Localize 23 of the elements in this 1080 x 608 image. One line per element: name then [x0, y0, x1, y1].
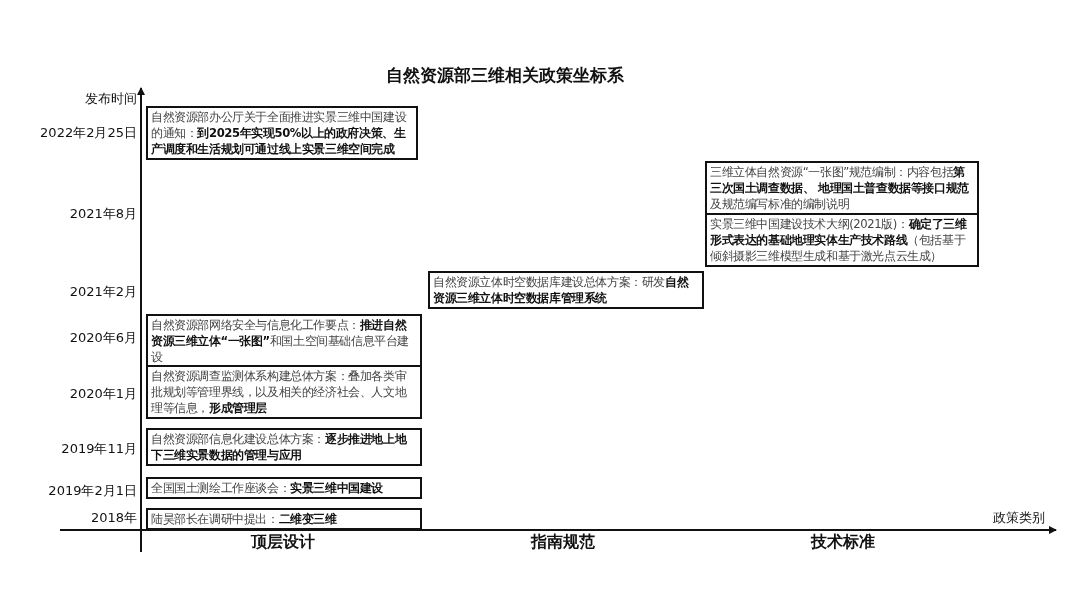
policy-box: 自然资源部网络安全与信息化工作要点：推进自然资源三维立体“一张图”和国土空间基础信息平台建设 — [146, 314, 422, 368]
category-label: 顶层设计 — [249, 532, 316, 553]
axis-title: 政策类别 — [993, 509, 1045, 527]
policy-box: 全国国土测绘工作座谈会：实景三维中国建设 — [146, 477, 422, 499]
policy-box: 三维立体自然资源“一张图”规范编制：内容包括第三次国土调查数据、 地理国土普查数据等接口规范及规范编写标准的编制说明 — [705, 161, 979, 215]
policy-box: 自然资源部信息化建设总体方案：逐步推进地上地下三维实景数据的管理与应用 — [146, 428, 422, 466]
policy-box: 自然资源调查监测体系构建总体方案：叠加各类审批规划等管理界线，以及相关的经济社会、人文地理等信息，形成管理层 — [146, 365, 422, 419]
policy-box: 自然资源部办公厅关于全面推进实景三维中国建设的通知：到2025年实现50%以上的政府决策、生产调度和生活规划可通过线上实景三维空间完成 — [146, 106, 418, 160]
date-label: 2020年6月 — [69, 329, 137, 347]
date-label: 2018年 — [90, 509, 137, 527]
category-label: 指南规范 — [529, 532, 596, 553]
date-label: 2020年1月 — [69, 385, 137, 403]
category-label: 技术标准 — [809, 532, 876, 553]
date-label: 2022年2月25日 — [40, 124, 137, 142]
date-label: 2021年8月 — [69, 205, 137, 223]
date-label: 2019年2月1日 — [48, 482, 137, 500]
chart-title: 自然资源部三维相关政策坐标系 — [385, 64, 625, 87]
policy-box: 实景三维中国建设技术大纲(2021版)：确定了三维形式表达的基础地理实体生产技术路线（包括基于倾斜摄影三维模型生成和基于激光点云生成） — [705, 213, 979, 267]
policy-box: 陆昊部长在调研中提出：二维变三维 — [146, 508, 422, 530]
date-label: 2019年11月 — [61, 440, 137, 458]
date-label: 2021年2月 — [69, 283, 137, 301]
policy-box: 自然资源立体时空数据库建设总体方案：研发自然资源三维立体时空数据库管理系统 — [428, 271, 704, 309]
axis-title: 发布时间 — [85, 90, 137, 108]
